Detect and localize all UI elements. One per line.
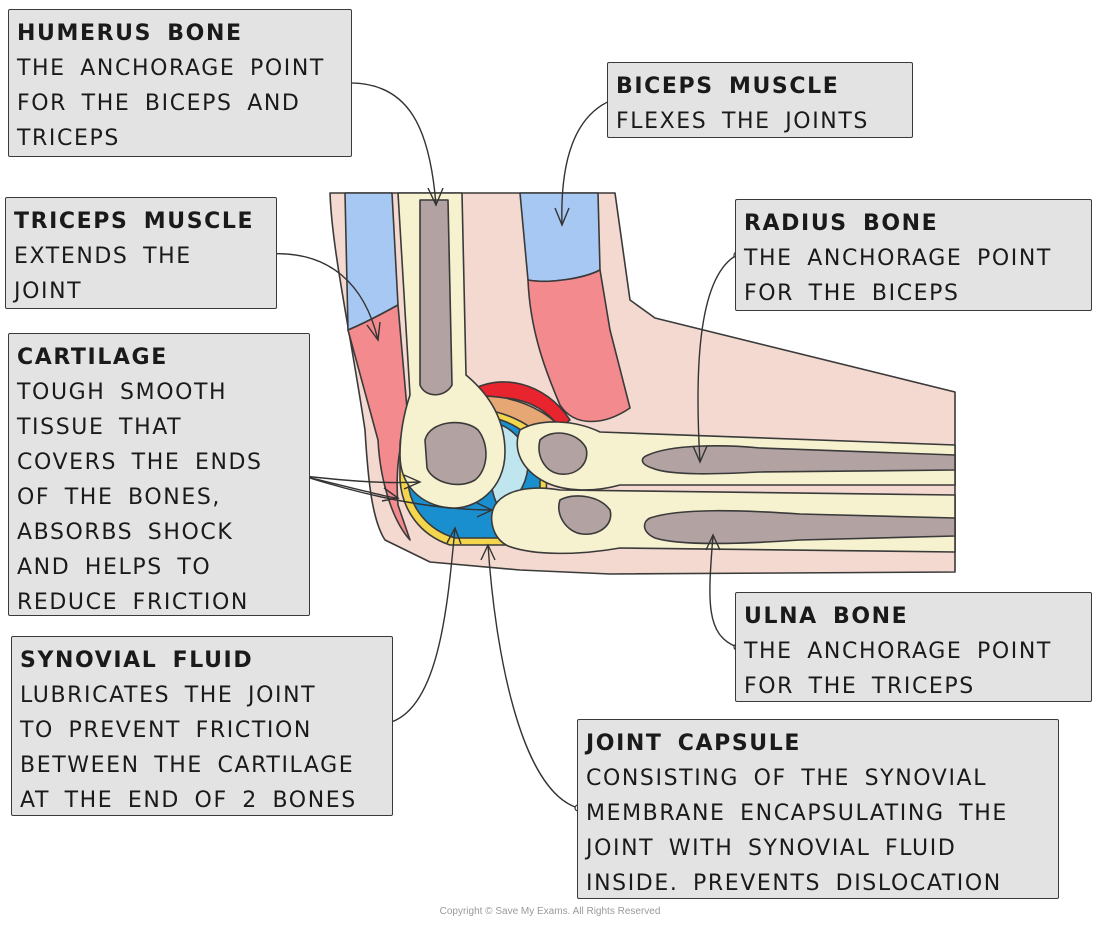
cartilage-line-5: ABSORBS SHOCK	[17, 520, 234, 545]
ulna-leader	[709, 534, 738, 648]
humerus-head-marrow	[424, 421, 487, 486]
ulna-head-marrow	[558, 495, 612, 535]
triceps-muscle	[347, 304, 411, 541]
synovial-leader	[387, 527, 456, 724]
copyright-text: Copyright © Save My Exams. All Rights Re…	[439, 906, 661, 917]
triceps-line-2: JOINT	[14, 279, 83, 304]
cartilage-line-2: TISSUE THAT	[17, 415, 183, 440]
synovial-line-4: AT THE END OF 2 BONES	[20, 788, 357, 813]
cartilage-line-3: COVERS THE ENDS	[17, 450, 263, 475]
radius-arrowhead	[692, 445, 708, 464]
synovial-fluid-title: SYNOVIAL FLUID	[20, 648, 254, 673]
capsule-line-3: JOINT WITH SYNOVIAL FLUID	[586, 836, 957, 861]
cartilage-line-4: OF THE BONES,	[17, 485, 221, 510]
humerus-arrowhead	[427, 187, 444, 207]
cartilage-leader-3	[302, 475, 493, 511]
joint-capsule-title: JOINT CAPSULE	[586, 731, 802, 756]
radius-bone-label: RADIUS BONE THE ANCHORAGE POINT FOR THE …	[735, 199, 1092, 311]
ulna-line-1: THE ANCHORAGE POINT	[744, 639, 1052, 664]
capsule-leader	[487, 544, 579, 809]
humerus-line-2: FOR THE BICEPS AND	[17, 91, 301, 116]
radius-line-2: FOR THE BICEPS	[744, 281, 960, 306]
elbow-illustration	[329, 192, 956, 575]
capsule-arrowhead	[480, 543, 496, 561]
biceps-line-1: FLEXES THE JOINTS	[616, 109, 869, 134]
capsule-line-1: CONSISTING OF THE SYNOVIAL	[586, 766, 988, 791]
biceps-tendon	[519, 192, 601, 283]
humerus-bone-title: HUMERUS BONE	[17, 21, 243, 46]
cartilage-line-6: AND HELPS TO	[17, 555, 212, 580]
cartilage-arrowhead-1	[403, 474, 422, 490]
cartilage-title: CARTILAGE	[17, 345, 168, 370]
capsule-line-4: INSIDE. PREVENTS DISLOCATION	[586, 871, 1002, 896]
triceps-line-1: EXTENDS THE	[14, 244, 192, 269]
triceps-muscle-title: TRICEPS MUSCLE	[14, 209, 255, 234]
radius-line-1: THE ANCHORAGE POINT	[744, 246, 1052, 271]
cartilage-line-7: REDUCE FRICTION	[17, 590, 249, 615]
ulna-bone-label: ULNA BONE THE ANCHORAGE POINT FOR THE TR…	[735, 592, 1092, 702]
synovial-line-1: LUBRICATES THE JOINT	[20, 683, 317, 708]
cartilage-line-1: TOUGH SMOOTH	[17, 380, 228, 405]
synovial-line-3: BETWEEN THE CARTILAGE	[20, 753, 355, 778]
triceps-leader	[267, 253, 379, 341]
ulna-arrowhead	[705, 533, 721, 551]
humerus-line-1: THE ANCHORAGE POINT	[17, 56, 325, 81]
radius-bone-title: RADIUS BONE	[744, 211, 939, 236]
cartilage-label: CARTILAGE TOUGH SMOOTH TISSUE THAT COVER…	[8, 333, 310, 616]
synovial-fluid-label: SYNOVIAL FLUID LUBRICATES THE JOINT TO P…	[11, 636, 393, 816]
radius-leader	[697, 254, 738, 463]
ulna-line-2: FOR THE TRICEPS	[744, 674, 975, 699]
humerus-bone-label: HUMERUS BONE THE ANCHORAGE POINT FOR THE…	[8, 9, 352, 157]
capsule-line-2: MEMBRANE ENCAPSULATING THE	[586, 801, 1008, 826]
biceps-muscle-title: BICEPS MUSCLE	[616, 74, 840, 99]
humerus-marrow	[419, 199, 453, 396]
biceps-arrowhead	[554, 207, 570, 227]
triceps-arrowhead	[366, 321, 381, 342]
radius-head-marrow	[538, 432, 588, 475]
cartilage-arrowhead-2	[381, 487, 400, 502]
biceps-muscle	[527, 269, 631, 423]
triceps-muscle-label: TRICEPS MUSCLE EXTENDS THE JOINT	[5, 197, 277, 309]
cartilage-leader-1	[302, 475, 421, 484]
biceps-muscle-label: BICEPS MUSCLE FLEXES THE JOINTS	[607, 62, 913, 138]
leader-lines	[267, 82, 738, 809]
ulna-bone-title: ULNA BONE	[744, 604, 909, 629]
humerus-line-3: TRICEPS	[17, 126, 120, 151]
biceps-leader	[561, 99, 613, 226]
joint-capsule-label: JOINT CAPSULE CONSISTING OF THE SYNOVIAL…	[577, 719, 1059, 899]
synovial-line-2: TO PREVENT FRICTION	[20, 718, 312, 743]
ulna-marrow	[643, 509, 956, 545]
humerus-leader	[347, 82, 437, 206]
synovial-arrowhead	[446, 526, 462, 545]
cartilage-arrowhead-3	[476, 502, 494, 518]
radius-marrow	[641, 445, 956, 475]
